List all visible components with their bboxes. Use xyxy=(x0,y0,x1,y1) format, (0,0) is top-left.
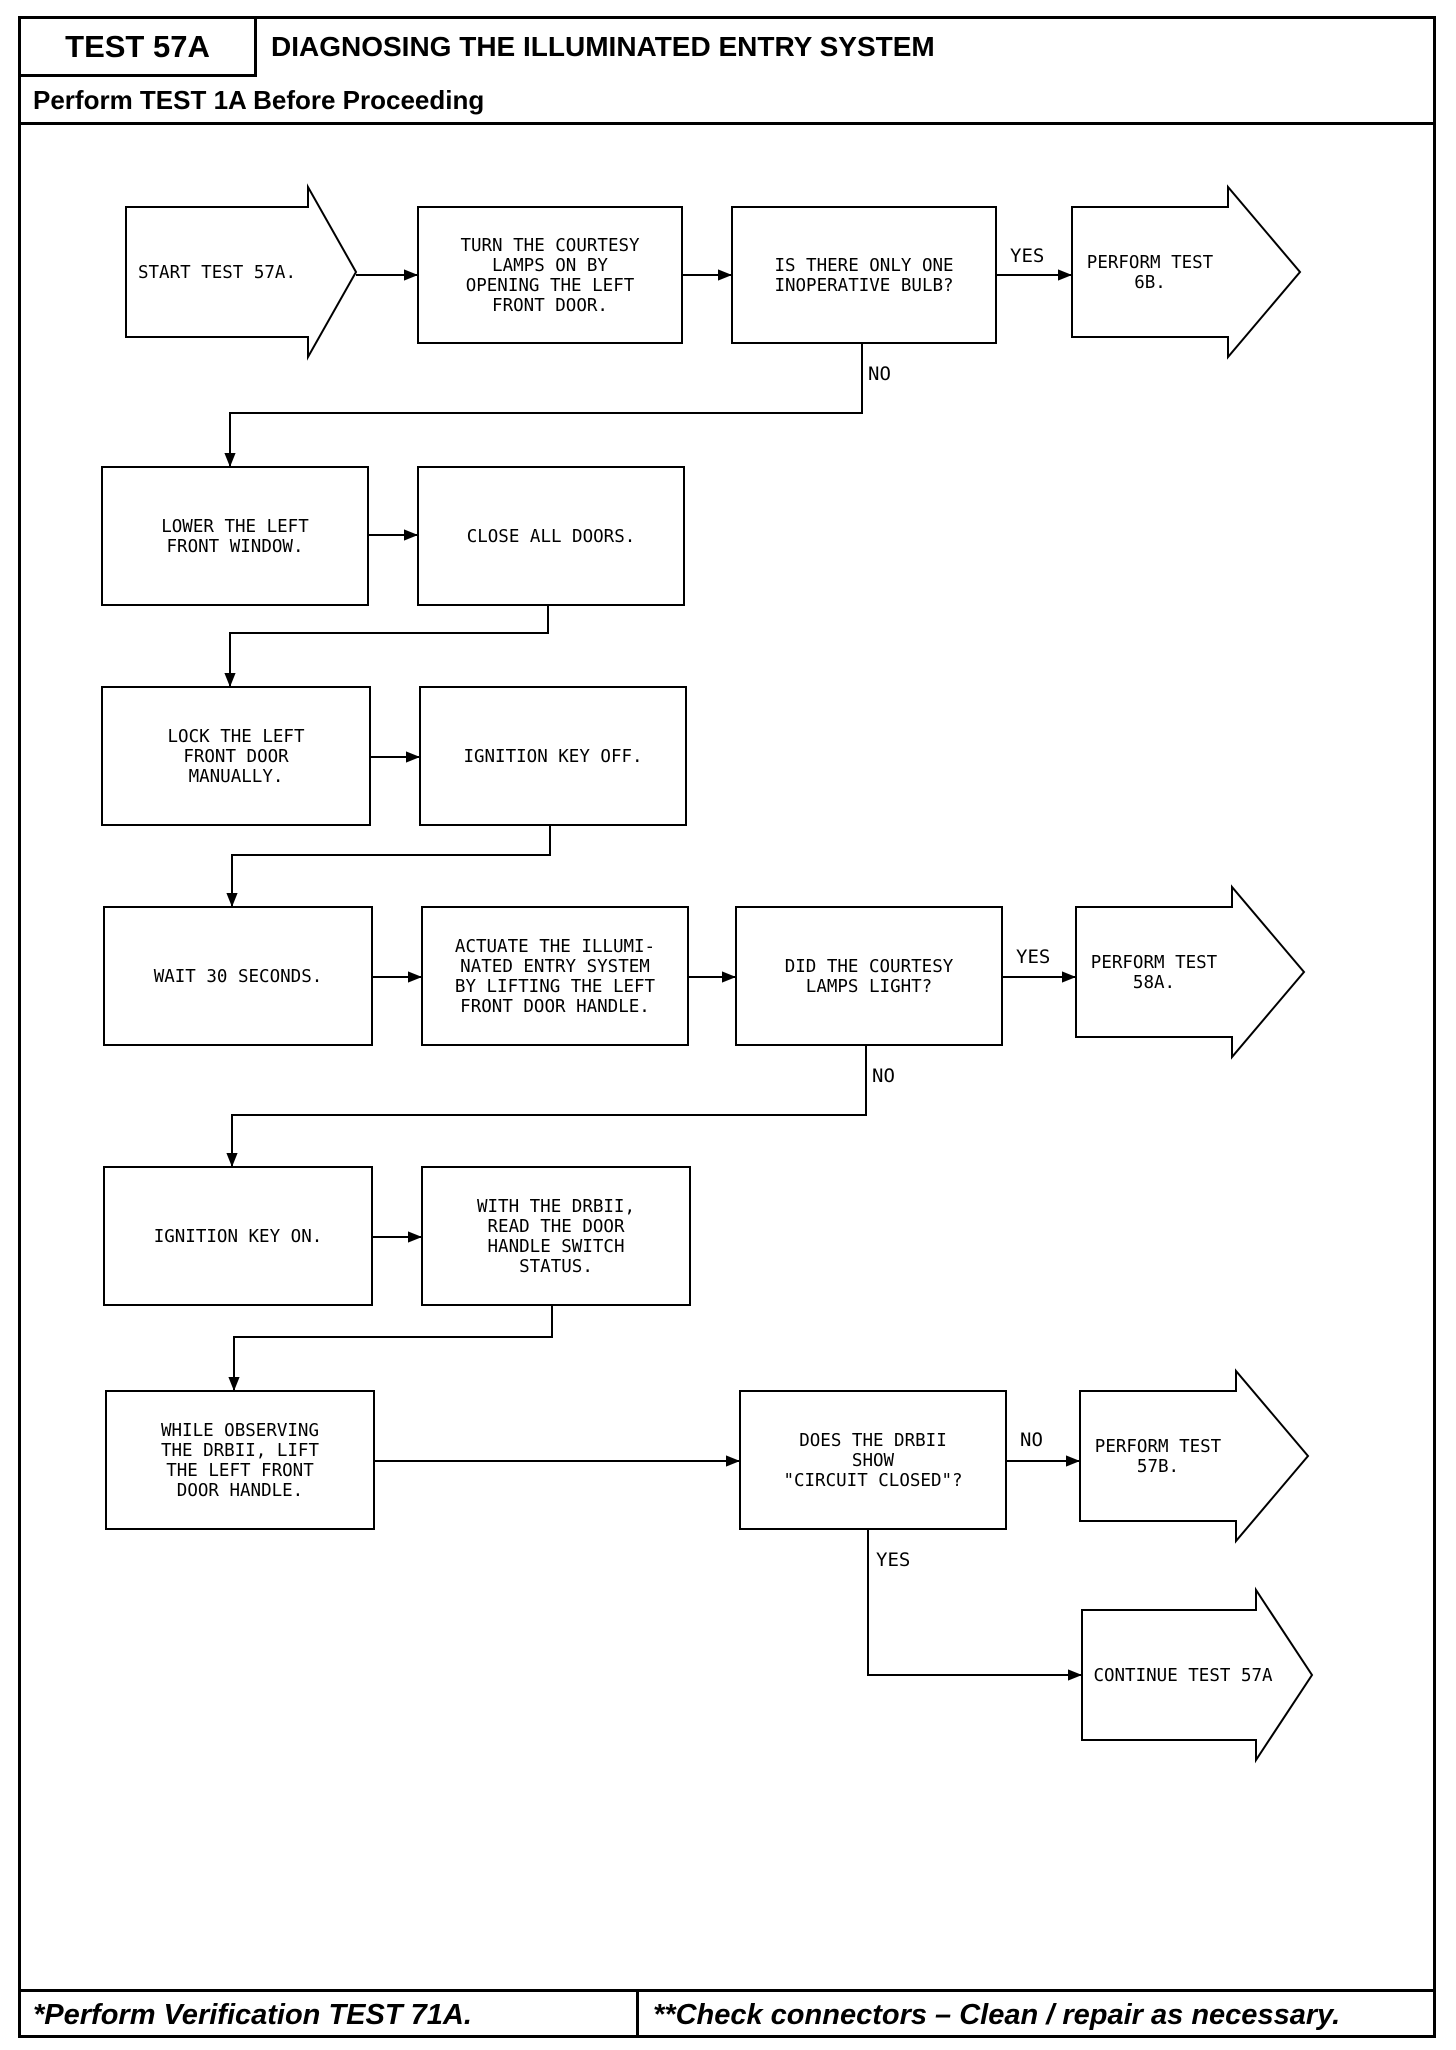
actuate-text: BY LIFTING THE LEFT xyxy=(455,977,656,997)
lock-door-text: FRONT DOOR xyxy=(183,747,289,767)
observe-text: THE LEFT FRONT xyxy=(166,1461,314,1481)
turn-on-lamps-text: LAMPS ON BY xyxy=(492,256,608,276)
close-doors-text: CLOSE ALL DOORS. xyxy=(467,527,636,547)
read-status-text: STATUS. xyxy=(519,1257,593,1277)
label-yes1: YES xyxy=(1010,245,1044,267)
q-one-bulb-text: INOPERATIVE BULB? xyxy=(774,276,953,296)
footer-connector-note: **Check connectors – Clean / repair as n… xyxy=(653,1999,1341,2031)
perform-6b-text: PERFORM TEST xyxy=(1087,253,1214,273)
label-no3: NO xyxy=(1020,1429,1043,1451)
perform-6b-arrow xyxy=(1071,184,1302,360)
conn-yes-to-continue xyxy=(867,1529,1082,1681)
wait-text: WAIT 30 SECONDS. xyxy=(154,967,323,987)
footer-separator xyxy=(636,1989,639,2035)
turn-on-lamps-text: FRONT DOOR. xyxy=(492,296,608,316)
actuate-text: NATED ENTRY SYSTEM xyxy=(460,957,650,977)
q-lamps-light-text: DID THE COURTESY xyxy=(785,957,954,977)
lower-window-text: LOWER THE LEFT xyxy=(161,517,309,537)
perform-58a-text: 58A. xyxy=(1133,973,1175,993)
perform-57b-text: PERFORM TEST xyxy=(1095,1437,1222,1457)
conn-keyoff-to-wait xyxy=(226,825,551,907)
observe-text: THE DRBII, LIFT xyxy=(161,1441,320,1461)
lock-door-text: LOCK THE LEFT xyxy=(168,727,305,747)
perform-58a-arrow xyxy=(1075,884,1306,1060)
header-divider xyxy=(21,122,1433,125)
turn-on-lamps-text: OPENING THE LEFT xyxy=(466,276,635,296)
continue-57a-arrow xyxy=(1081,1586,1314,1764)
label-yes3: YES xyxy=(876,1549,910,1571)
observe-text: WHILE OBSERVING xyxy=(161,1421,319,1441)
prerequisite-note: Perform TEST 1A Before Proceeding xyxy=(33,85,485,115)
conn-no-to-window xyxy=(224,343,863,467)
q-one-bulb-text: IS THERE ONLY ONE xyxy=(774,256,953,276)
start-text: START TEST 57A. xyxy=(138,263,296,283)
test-id-box: TEST 57A xyxy=(21,19,257,77)
continue-57a-text: CONTINUE TEST 57A xyxy=(1093,1666,1273,1686)
lower-window-text: FRONT WINDOW. xyxy=(167,537,304,557)
read-status-text: READ THE DOOR xyxy=(488,1217,625,1237)
test-id: TEST 57A xyxy=(65,28,210,64)
perform-58a-text: PERFORM TEST xyxy=(1091,953,1218,973)
perform-6b-text: 6B. xyxy=(1134,273,1166,293)
perform-57b-arrow xyxy=(1079,1368,1310,1544)
conn-read-to-observe xyxy=(228,1305,553,1391)
perform-57b-text: 57B. xyxy=(1137,1457,1179,1477)
turn-on-lamps-text: TURN THE COURTESY xyxy=(460,236,640,256)
observe-text: DOOR HANDLE. xyxy=(177,1481,303,1501)
page-frame: TEST 57A DIAGNOSING THE ILLUMINATED ENTR… xyxy=(18,16,1436,2038)
actuate-text: FRONT DOOR HANDLE. xyxy=(460,997,650,1017)
q-circuit-text: "CIRCUIT CLOSED"? xyxy=(783,1471,962,1491)
label-yes2: YES xyxy=(1016,946,1050,968)
page-title: DIAGNOSING THE ILLUMINATED ENTRY SYSTEM xyxy=(271,31,935,62)
key-off-text: IGNITION KEY OFF. xyxy=(463,747,642,767)
start-arrow xyxy=(125,183,358,361)
conn-no-to-keyon xyxy=(226,1045,867,1167)
q-lamps-light-text: LAMPS LIGHT? xyxy=(806,977,932,997)
actuate-text: ACTUATE THE ILLUMI- xyxy=(455,937,655,957)
label-no2: NO xyxy=(872,1065,895,1087)
q-circuit-text: DOES THE DRBII xyxy=(799,1431,947,1451)
footer-verification-note: *Perform Verification TEST 71A. xyxy=(33,1999,472,2031)
footer-divider xyxy=(21,1989,1433,1992)
read-status-text: HANDLE SWITCH xyxy=(488,1237,625,1257)
key-on-text: IGNITION KEY ON. xyxy=(154,1227,323,1247)
read-status-text: WITH THE DRBII, xyxy=(477,1197,635,1217)
conn-doors-to-lock xyxy=(224,605,549,687)
lock-door-text: MANUALLY. xyxy=(189,767,284,787)
q-circuit-text: SHOW xyxy=(852,1451,895,1471)
label-no1: NO xyxy=(868,363,891,385)
